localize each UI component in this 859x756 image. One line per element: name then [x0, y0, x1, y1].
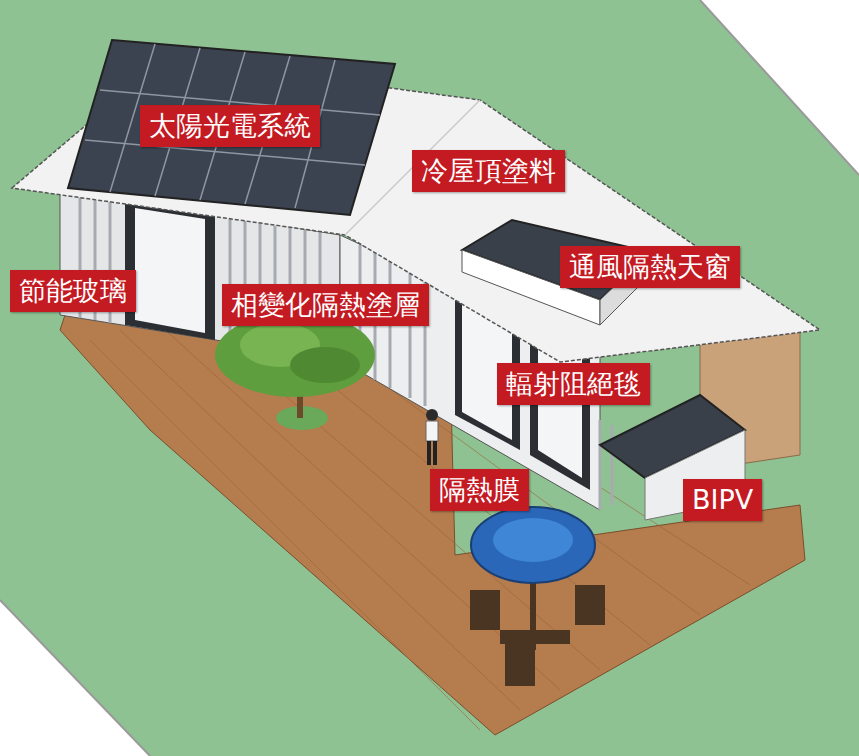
- illustration-rect: [505, 644, 535, 686]
- label-text: 太陽光電系統: [149, 108, 311, 144]
- label-box: 太陽光電系統: [140, 105, 320, 147]
- label-text: 相變化隔熱塗層: [231, 287, 420, 323]
- label-text: 節能玻璃: [19, 273, 127, 309]
- illustration-line: [611, 425, 614, 505]
- label-box: 節能玻璃: [10, 270, 136, 312]
- label-box: 輻射阻絕毯: [497, 363, 650, 405]
- label-box: 隔熱膜: [430, 469, 529, 511]
- illustration-rect: [575, 585, 605, 625]
- illustration-line: [599, 420, 602, 510]
- illustration-rect: [427, 441, 431, 465]
- label-box: BIPV: [683, 479, 762, 521]
- illustration-circle: [426, 409, 438, 421]
- illustration-ellipse: [493, 518, 573, 562]
- illustration-polygon: [0, 600, 150, 756]
- illustration-rect: [433, 441, 437, 465]
- label-text: 輻射阻絕毯: [506, 366, 641, 402]
- label-text: BIPV: [692, 482, 753, 518]
- illustration-line: [0, 600, 150, 756]
- illustration-polygon: [700, 0, 859, 175]
- label-box: 相變化隔熱塗層: [222, 284, 429, 326]
- illustration-ellipse: [471, 507, 595, 583]
- label-text: 冷屋頂塗料: [421, 153, 556, 189]
- illustration-polygon: [135, 208, 205, 333]
- illustration-line: [700, 0, 859, 175]
- label-text: 通風隔熱天窗: [569, 249, 731, 285]
- illustration-ellipse: [290, 347, 360, 383]
- illustration-rect: [470, 590, 500, 630]
- illustration-g: [85, 44, 380, 208]
- label-box: 通風隔熱天窗: [560, 246, 740, 288]
- label-text: 隔熱膜: [439, 472, 520, 508]
- illustration-polygon: [68, 40, 395, 215]
- label-box: 冷屋頂塗料: [412, 150, 565, 192]
- illustration-polygon: [125, 203, 215, 340]
- illustration-rect: [426, 421, 438, 441]
